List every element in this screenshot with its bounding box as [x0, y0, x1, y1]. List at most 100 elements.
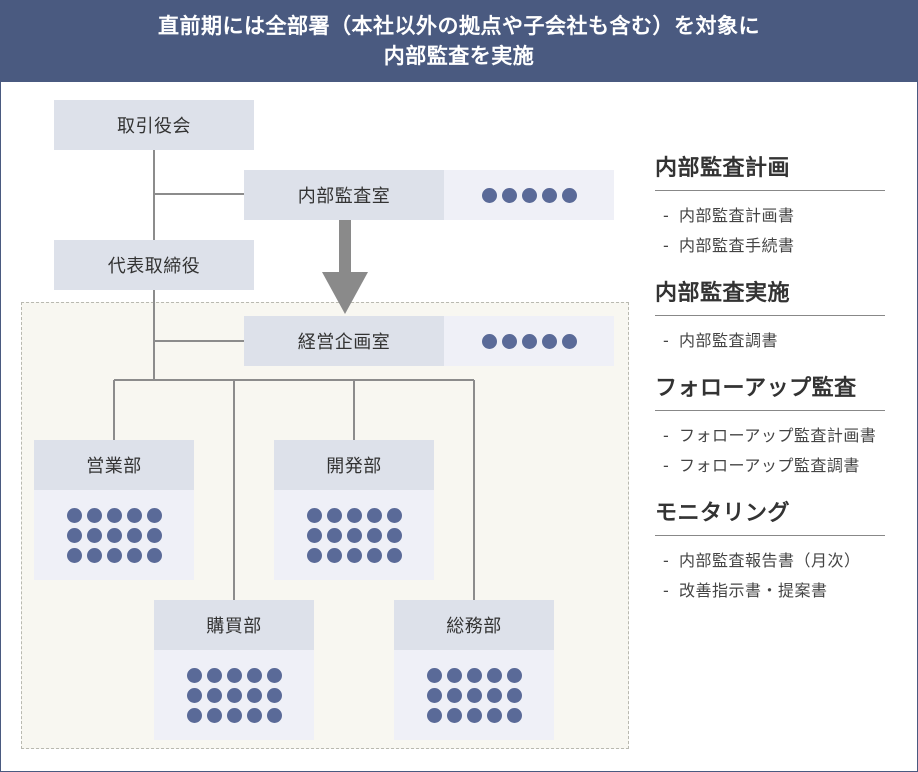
section-item-text: 改善指示書・提案書	[679, 581, 828, 600]
department-staff	[34, 490, 194, 580]
staff-dot	[306, 547, 322, 563]
section-item-list: -内部監査調書	[655, 316, 885, 370]
section-item-text: 内部監査調書	[679, 331, 779, 350]
section-item: -フォローアップ監査調書	[663, 451, 885, 481]
staff-dot	[346, 527, 362, 543]
staff-dot	[66, 547, 82, 563]
department-label: 営業部	[34, 440, 194, 490]
staff-dot	[246, 667, 262, 683]
staff-dot	[206, 687, 222, 703]
section-item: -内部監査調書	[663, 326, 885, 356]
department-sales: 営業部	[34, 440, 194, 580]
staff-dot	[446, 687, 462, 703]
representative-director-box: 代表取締役	[54, 240, 254, 290]
staff-dot	[266, 707, 282, 723]
section-title: 内部監査実施	[655, 275, 885, 316]
staff-dot	[446, 707, 462, 723]
staff-dot	[106, 527, 122, 543]
staff-dot	[126, 527, 142, 543]
department-label: 開発部	[274, 440, 434, 490]
process-section: 内部監査計画-内部監査計画書-内部監査手続書	[655, 150, 885, 275]
staff-dot	[266, 687, 282, 703]
staff-dot	[466, 707, 482, 723]
department-purchasing: 購買部	[154, 600, 314, 740]
staff-dot	[246, 707, 262, 723]
staff-dot	[426, 667, 442, 683]
staff-dot	[226, 687, 242, 703]
staff-dot	[266, 667, 282, 683]
staff-dot	[366, 507, 382, 523]
bullet-dash: -	[663, 551, 670, 570]
bullet-dash: -	[663, 206, 670, 225]
section-item: -内部監査手続書	[663, 231, 885, 261]
bullet-dash: -	[663, 331, 670, 350]
staff-dot	[506, 687, 522, 703]
section-item-list: -内部監査計画書-内部監査手続書	[655, 191, 885, 275]
department-staff	[274, 490, 434, 580]
staff-dot	[146, 507, 162, 523]
staff-dot	[486, 687, 502, 703]
staff-dot	[306, 527, 322, 543]
board-of-directors-box: 取引役会	[54, 100, 254, 150]
section-item-text: フォローアップ監査調書	[679, 456, 860, 475]
section-title: モニタリング	[655, 495, 885, 536]
staff-dot	[326, 527, 342, 543]
staff-dot	[66, 507, 82, 523]
section-item: -改善指示書・提案書	[663, 576, 885, 606]
staff-dot	[66, 527, 82, 543]
staff-dot	[186, 667, 202, 683]
staff-dot	[506, 667, 522, 683]
staff-dot	[246, 687, 262, 703]
audit-arrow	[322, 220, 368, 314]
department-staff	[394, 650, 554, 740]
banner-line-2: 内部監査を実施	[383, 44, 535, 68]
audit-process-panel: 内部監査計画-内部監査計画書-内部監査手続書内部監査実施-内部監査調書フォローア…	[655, 150, 885, 620]
section-item-list: -フォローアップ監査計画書-フォローアップ監査調書	[655, 411, 885, 495]
section-item: -内部監査報告書（月次）	[663, 546, 885, 576]
staff-dot	[346, 507, 362, 523]
staff-dot	[206, 667, 222, 683]
department-label: 購買部	[154, 600, 314, 650]
staff-dot	[186, 687, 202, 703]
staff-dot	[386, 527, 402, 543]
bullet-dash: -	[663, 456, 670, 475]
department-general-affairs: 総務部	[394, 600, 554, 740]
management-planning-office-box: 経営企画室	[244, 316, 444, 366]
staff-dot	[466, 667, 482, 683]
staff-dot	[486, 667, 502, 683]
process-section: モニタリング-内部監査報告書（月次）-改善指示書・提案書	[655, 495, 885, 620]
staff-dot	[426, 707, 442, 723]
staff-dot	[326, 547, 342, 563]
section-item: -フォローアップ監査計画書	[663, 421, 885, 451]
bullet-dash: -	[663, 236, 670, 255]
section-item: -内部監査計画書	[663, 201, 885, 231]
staff-dot	[466, 687, 482, 703]
staff-dot	[186, 707, 202, 723]
staff-dot	[206, 707, 222, 723]
section-item-text: 内部監査報告書（月次）	[679, 551, 861, 570]
header-banner: 直前期には全部署（本社以外の拠点や子会社も含む）を対象に 内部監査を実施	[0, 0, 918, 82]
staff-dot	[86, 547, 102, 563]
staff-dot	[86, 507, 102, 523]
internal-audit-staff	[444, 170, 614, 220]
process-section: 内部監査実施 -内部監査調書	[655, 275, 885, 370]
staff-dot	[306, 507, 322, 523]
staff-dot	[386, 547, 402, 563]
staff-dot	[86, 527, 102, 543]
department-development: 開発部	[274, 440, 434, 580]
staff-dot	[126, 507, 142, 523]
staff-dot	[446, 667, 462, 683]
section-item-text: 内部監査手続書	[679, 236, 795, 255]
staff-dot	[226, 667, 242, 683]
staff-dot	[486, 707, 502, 723]
staff-dot	[366, 547, 382, 563]
staff-dot	[146, 547, 162, 563]
process-section: フォローアップ監査-フォローアップ監査計画書-フォローアップ監査調書	[655, 370, 885, 495]
bullet-dash: -	[663, 426, 670, 445]
staff-dot	[226, 707, 242, 723]
section-item-text: フォローアップ監査計画書	[679, 426, 877, 445]
banner-line-1: 直前期には全部署（本社以外の拠点や子会社も含む）を対象に	[158, 14, 760, 38]
staff-dot	[386, 507, 402, 523]
staff-dot	[146, 527, 162, 543]
